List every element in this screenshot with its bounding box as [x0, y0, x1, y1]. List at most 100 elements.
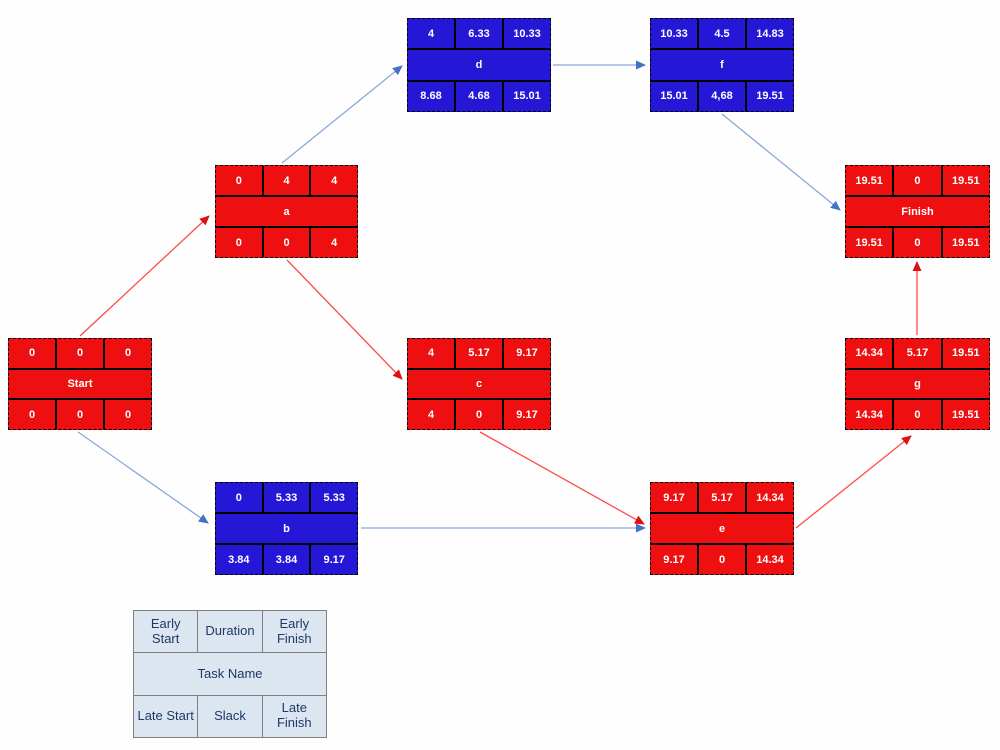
late-finish-value: 4 [309, 228, 357, 257]
late-finish-value: 9.17 [502, 400, 550, 430]
task-name: e [718, 522, 726, 535]
slack-value: 0 [261, 228, 310, 257]
legend-early-finish-label: Early Finish [261, 611, 326, 653]
duration-value: 5.17 [454, 339, 502, 368]
duration-value: 5.33 [261, 483, 310, 512]
task-node-a[interactable]: 0 4 4 a 0 0 4 [215, 165, 358, 258]
late-row: 4 0 9.17 [408, 398, 550, 430]
early-row: 0 4 4 [216, 166, 357, 195]
legend-slack-label: Slack [197, 695, 261, 737]
slack-value: 0 [55, 400, 103, 430]
late-start-value: 9.17 [663, 553, 685, 566]
late-row: 0 0 4 [216, 226, 357, 257]
duration-value: 5.17 [697, 483, 745, 512]
early-row: 14.34 5.17 19.51 [846, 339, 989, 368]
task-node-f[interactable]: 10.33 4.5 14.83 f 15.01 4,68 19.51 [650, 18, 794, 112]
task-node-d[interactable]: 4 6.33 10.33 d 8.68 4.68 15.01 [407, 18, 551, 112]
late-finish-value: 14.34 [745, 545, 793, 574]
early-row: 10.33 4.5 14.83 [651, 19, 793, 49]
task-node-b[interactable]: 0 5.33 5.33 b 3.84 3.84 9.17 [215, 482, 358, 575]
name-row: d [408, 48, 550, 79]
name-row: Start [9, 367, 151, 399]
task-node-e[interactable]: 9.17 5.17 14.34 e 9.17 0 14.34 [650, 482, 794, 575]
early-start-value: 0 [235, 174, 242, 187]
task-name: c [475, 378, 483, 390]
name-row: g [846, 367, 989, 399]
duration-value: 4 [261, 166, 310, 195]
arrow-c-to-e [479, 431, 645, 525]
late-start-value: 19.51 [855, 236, 883, 249]
early-start-value: 10.33 [660, 27, 688, 40]
late-start-value: 14.34 [855, 408, 883, 421]
task-node-c[interactable]: 4 5.17 9.17 c 4 0 9.17 [407, 338, 551, 430]
late-row: 14.34 0 19.51 [846, 398, 989, 430]
late-row: 8.68 4.68 15.01 [408, 79, 550, 111]
legend-early-start-label: Early Start [150, 615, 181, 646]
slack-value: 4.68 [454, 81, 502, 111]
early-start-value: 0 [235, 491, 242, 504]
late-start-value: 0 [28, 408, 36, 421]
late-finish-value: 15.01 [502, 81, 550, 111]
late-finish-value: 0 [103, 400, 151, 430]
early-finish-value: 14.34 [745, 483, 793, 512]
early-finish-value: 4 [309, 166, 357, 195]
early-start-value: 9.17 [663, 491, 685, 504]
arrow-start-to-a [79, 215, 210, 337]
task-node-finish[interactable]: 19.51 0 19.51 Finish 19.51 0 19.51 [845, 165, 990, 258]
name-row: f [651, 48, 793, 79]
slack-value: 0 [892, 228, 940, 257]
late-row: 9.17 0 14.34 [651, 543, 793, 574]
late-row: 3.84 3.84 9.17 [216, 543, 357, 574]
duration-value: 0 [892, 166, 940, 195]
slack-value: 0 [697, 545, 745, 574]
legend-late-start-label: Late Start [137, 707, 194, 723]
arrow-start-to-b [77, 431, 209, 524]
legend-late-finish-label: Late Finish [261, 695, 326, 737]
legend-key: Early Start Duration Early Finish Task N… [133, 610, 327, 738]
late-finish-value: 19.51 [745, 81, 793, 111]
slack-value: 0 [454, 400, 502, 430]
late-start-value: 0 [235, 236, 242, 249]
task-name: g [914, 378, 921, 390]
early-finish-value: 5.33 [309, 483, 357, 512]
task-name: Finish [901, 205, 934, 218]
late-row: 0 0 0 [9, 398, 151, 430]
legend-duration-label: Duration [197, 611, 261, 653]
task-name: f [720, 58, 724, 71]
early-finish-value: 19.51 [940, 166, 989, 195]
task-name: b [283, 522, 290, 535]
task-node-start[interactable]: 0 0 0 Start 0 0 0 [8, 338, 152, 430]
duration-value: 4.5 [697, 19, 745, 49]
early-start-value: 19.51 [855, 174, 883, 187]
early-finish-value: 0 [103, 339, 151, 368]
early-finish-value: 10.33 [502, 19, 550, 49]
early-start-value: 0 [28, 347, 36, 360]
duration-value: 5.17 [892, 339, 940, 368]
early-row: 4 6.33 10.33 [408, 19, 550, 49]
legend-name-row: Task Name [134, 652, 326, 694]
task-node-g[interactable]: 14.34 5.17 19.51 g 14.34 0 19.51 [845, 338, 990, 430]
early-row: 9.17 5.17 14.34 [651, 483, 793, 512]
early-row: 19.51 0 19.51 [846, 166, 989, 195]
name-row: Finish [846, 195, 989, 226]
slack-value: 0 [892, 400, 940, 430]
name-row: b [216, 512, 357, 543]
late-finish-value: 19.51 [940, 400, 989, 430]
name-row: e [651, 512, 793, 543]
name-row: a [216, 195, 357, 226]
late-finish-value: 9.17 [309, 545, 357, 574]
arrow-a-to-d [281, 65, 403, 164]
arrow-f-to-finish [721, 113, 841, 211]
late-finish-value: 19.51 [940, 228, 989, 257]
slack-value: 3.84 [261, 545, 310, 574]
task-name: Start [67, 378, 93, 390]
task-name: a [283, 205, 290, 218]
late-start-value: 3.84 [228, 553, 250, 566]
legend-early-row: Early Start Duration Early Finish [134, 611, 326, 653]
early-start-value: 4 [427, 27, 435, 40]
name-row: c [408, 367, 550, 399]
late-row: 19.51 0 19.51 [846, 226, 989, 257]
early-row: 4 5.17 9.17 [408, 339, 550, 368]
legend-late-row: Late Start Slack Late Finish [134, 694, 326, 737]
